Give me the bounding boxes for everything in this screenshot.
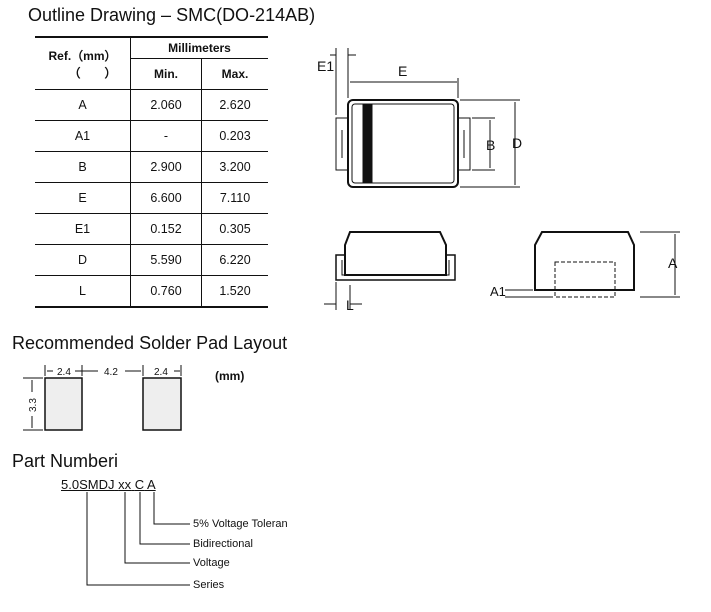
table-header-row: Ref.（mm）（ ） Millimeters [35,37,268,90]
min-cell: - [130,120,202,152]
max-cell: 2.620 [219,98,251,112]
min-cell: 6.600 [130,182,202,214]
legend-tolerance: 5% Voltage Toleran [193,518,288,530]
svg-text:2.4: 2.4 [57,367,71,378]
svg-text:E1: E1 [317,58,334,74]
legend-series: Series [193,579,225,591]
min-cell: 2.900 [130,151,202,183]
ref-cell: E1 [35,213,131,245]
ref-cell: L [35,275,131,307]
legend-bidirectional: Bidirectional [193,538,253,550]
min-cell: 2.060 [130,89,202,121]
max-cell: 0.203 [219,129,251,143]
solder-pad-drawing: 2.4 4.2 2.4 3.3 [23,365,182,431]
max-cell: 0.305 [219,222,251,236]
legend-voltage: Voltage [193,557,230,569]
max-cell: 6.220 [219,253,251,267]
min-header: Min. [130,58,202,90]
svg-text:E: E [398,63,407,79]
svg-text:A: A [668,255,678,271]
max-cell: 7.110 [219,191,251,205]
ref-cell: E [35,182,131,214]
ref-cell: A [35,89,131,121]
max-cell: 1.520 [219,284,251,298]
svg-text:2.4: 2.4 [154,367,168,378]
svg-text:D: D [512,135,522,151]
ref-cell: A1 [35,120,131,152]
min-cell: 0.152 [130,213,202,245]
ref-header: Ref.（mm）（ ） [35,37,131,90]
svg-text:4.2: 4.2 [104,367,118,378]
ref-cell: D [35,244,131,276]
svg-text:3.3: 3.3 [28,398,39,412]
svg-text:A1: A1 [490,284,506,299]
top-view-drawing: E1 E B D [317,48,522,188]
max-cell: 3.200 [219,160,251,174]
svg-text:B: B [486,137,495,153]
millimeters-header: Millimeters [130,37,268,59]
ref-cell: B [35,151,131,183]
part-number-leaders [86,492,190,586]
end-view-drawing: A A1 [490,231,680,299]
min-cell: 0.760 [130,275,202,307]
part-title: Part Numberi [12,451,119,471]
unit-label: (mm) [215,369,245,383]
min-cell: 5.590 [130,244,202,276]
outline-title: Outline Drawing – SMC(DO-214AB) [28,5,316,25]
max-header: Max. [201,58,268,90]
solder-title: Recommended Solder Pad Layout [12,333,288,353]
table-row: A1- 0.203 [35,120,268,152]
part-number-code: 5.0SMDJ xx C A [61,477,156,492]
side-view-drawing: L [324,231,456,313]
svg-text:L: L [346,297,354,313]
